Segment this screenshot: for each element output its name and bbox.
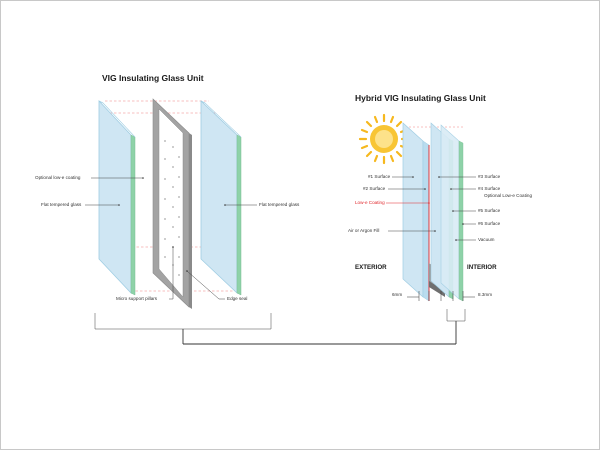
edge-seal-frame [152, 98, 192, 309]
label-dim-6mm: 6mm [392, 292, 402, 297]
label-surface5: #5 Surface [478, 208, 501, 213]
label-interior: INTERIOR [467, 264, 497, 271]
label-micro-pillars: Micro support pillars [116, 296, 158, 301]
left-glass-pane [98, 99, 136, 296]
label-lowe-coating: Low-e Coating [355, 200, 385, 205]
left-bracket [94, 313, 272, 330]
dimension-marks [407, 291, 475, 301]
label-surface1: #1 Surface [368, 174, 391, 179]
label-surface4: #4 Surface [478, 186, 501, 191]
label-optional-lowe-left: Optional low-e coating [35, 175, 81, 180]
label-dim-8-3mm: 8.3mm [478, 292, 492, 297]
label-flat-glass-left: Flat tempered glass [41, 202, 82, 207]
label-vacuum: Vacuum [478, 237, 495, 242]
label-surface2: #2 Surface [363, 186, 386, 191]
label-exterior: EXTERIOR [355, 264, 387, 271]
label-gas-fill: Air or Argon Fill [348, 228, 379, 233]
label-surface6: #6 Surface [478, 221, 501, 226]
micro-support-pillars [164, 140, 180, 276]
right-title: Hybrid VIG Insulating Glass Unit [355, 93, 486, 103]
label-surface3: #3 Surface [478, 174, 501, 179]
right-glass-pane [200, 100, 242, 296]
label-edge-seal: Edge seal [227, 296, 247, 301]
label-flat-glass-right: Flat tempered glass [259, 202, 300, 207]
right-bracket [446, 309, 466, 322]
exterior-glass-pane [402, 122, 430, 302]
label-optional-lowe-right: Optional Low-e Coating [484, 193, 532, 198]
vacuum-glass-unit [430, 122, 464, 302]
sun-icon [358, 113, 410, 165]
left-title: VIG Insulating Glass Unit [102, 73, 204, 83]
